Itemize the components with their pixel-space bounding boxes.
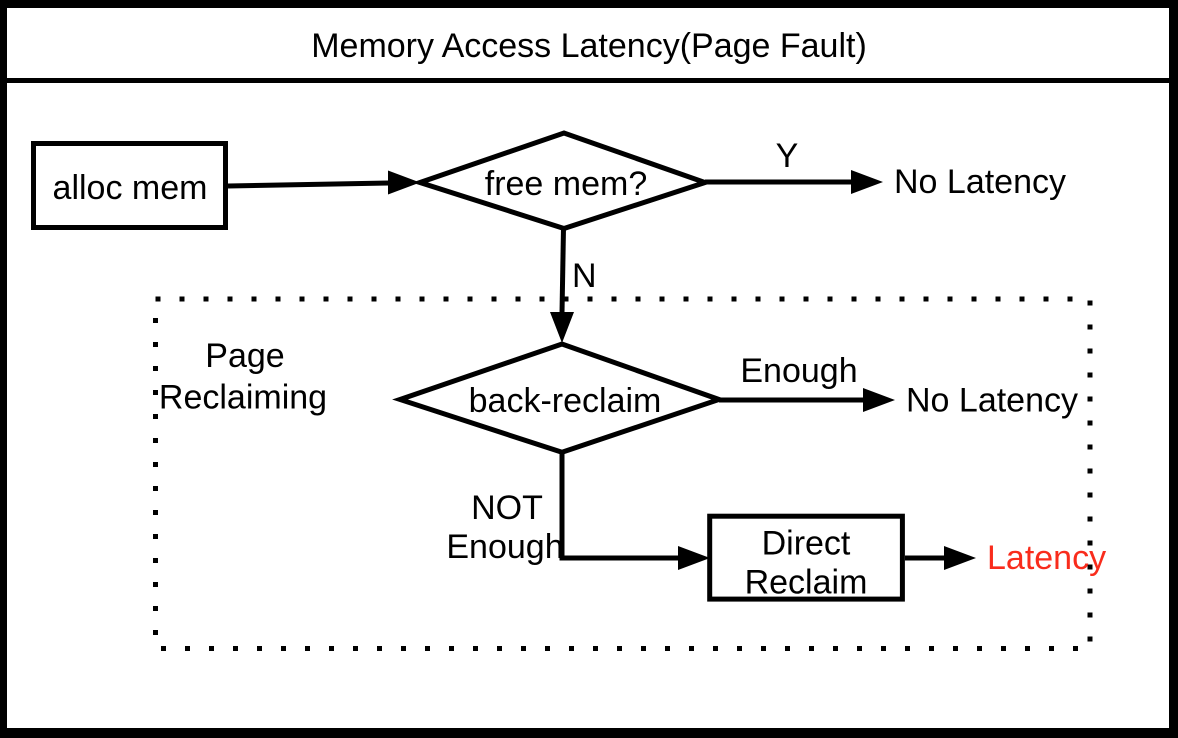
svg-text:Y: Y bbox=[776, 137, 799, 175]
svg-text:No Latency: No Latency bbox=[906, 382, 1078, 420]
svg-text:Enough: Enough bbox=[740, 352, 857, 390]
svg-text:back-reclaim: back-reclaim bbox=[469, 382, 662, 420]
svg-text:Latency: Latency bbox=[987, 539, 1106, 577]
svg-text:Page: Page bbox=[205, 337, 284, 375]
svg-text:Memory Access Latency(Page Fau: Memory Access Latency(Page Fault) bbox=[311, 27, 867, 65]
svg-text:Reclaiming: Reclaiming bbox=[159, 379, 327, 417]
svg-text:Direct: Direct bbox=[762, 525, 851, 563]
svg-text:Enough: Enough bbox=[446, 528, 563, 566]
svg-text:free mem?: free mem? bbox=[485, 165, 648, 203]
svg-text:N: N bbox=[572, 257, 597, 295]
svg-text:NOT: NOT bbox=[471, 489, 543, 527]
svg-text:Reclaim: Reclaim bbox=[745, 564, 868, 602]
svg-text:No Latency: No Latency bbox=[894, 163, 1066, 201]
svg-text:alloc mem: alloc mem bbox=[53, 169, 208, 207]
